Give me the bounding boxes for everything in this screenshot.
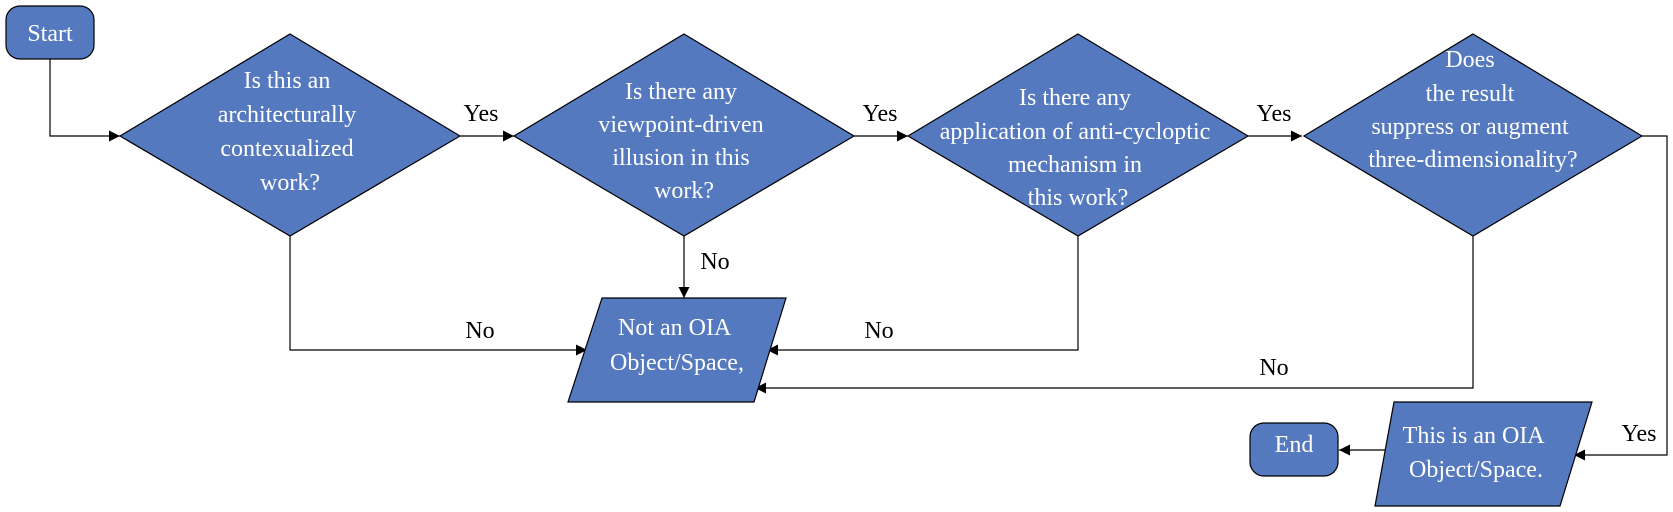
decision-q1 — [118, 33, 462, 237]
q1-no-label: No — [465, 318, 494, 344]
decision-q1-line: Is this an — [244, 68, 331, 94]
edges — [49, 59, 1668, 461]
decision-q2-line: Is there any — [625, 79, 737, 105]
q1-yes-label: Yes — [464, 101, 499, 127]
decision-q1-text: Is this an architecturally contexualized… — [218, 68, 363, 196]
decision-q3-line: mechanism in — [1008, 152, 1142, 178]
output-not-oia-line: Not an OIA — [618, 315, 732, 341]
decision-q3-line: Is there any — [1019, 85, 1131, 111]
edge-start-to-q1 — [49, 59, 120, 142]
decision-q3-text: Is there any application of anti-cyclopt… — [940, 85, 1217, 211]
output-is-oia — [1374, 401, 1593, 507]
output-is-oia-line: Object/Space. — [1409, 457, 1543, 483]
edge-q1-no — [289, 236, 587, 356]
start-node — [5, 5, 95, 60]
decision-q2 — [512, 33, 856, 237]
decision-q1-line: contexualized — [220, 136, 353, 162]
output-is-oia-line: This is an OIA — [1403, 423, 1546, 449]
decision-q3-line: application of anti-cycloptic — [940, 119, 1211, 145]
q4-yes-label: Yes — [1622, 421, 1657, 447]
decision-q3 — [906, 33, 1250, 237]
decision-q4 — [1302, 33, 1644, 237]
q4-no-label: No — [1259, 355, 1288, 381]
nodes: Start Is this an architecturally contexu… — [5, 5, 1644, 507]
decision-q4-line: three-dimensionality? — [1368, 147, 1577, 173]
q2-yes-label: Yes — [863, 101, 898, 127]
decision-q2-line: viewpoint-driven — [598, 112, 763, 138]
decision-q2-line: illusion in this — [612, 145, 749, 171]
edge-q4-no — [755, 236, 1474, 394]
output-is-oia-text: This is an OIA Object/Space. — [1403, 423, 1550, 483]
edge-labels: Yes Yes Yes Yes No No No No — [464, 101, 1657, 447]
output-not-oia — [567, 297, 787, 403]
decision-q4-line: the result — [1426, 81, 1515, 107]
q3-yes-label: Yes — [1257, 101, 1292, 127]
end-label: End — [1275, 432, 1314, 458]
end-node — [1249, 422, 1339, 477]
output-not-oia-text: Not an OIA Object/Space, — [610, 315, 744, 376]
decision-q4-line: suppress or augment — [1371, 114, 1569, 140]
decision-q3-line: this work? — [1028, 185, 1129, 211]
decision-q1-line: work? — [260, 170, 320, 196]
decision-q1-line: architecturally — [218, 102, 357, 128]
output-not-oia-line: Object/Space, — [610, 350, 744, 376]
start-label: Start — [27, 21, 73, 47]
edge-q3-no — [767, 236, 1079, 356]
decision-q2-line: work? — [654, 178, 714, 204]
decision-q4-line: Does — [1445, 47, 1494, 73]
q2-no-label: No — [700, 249, 729, 275]
decision-q2-text: Is there any viewpoint-driven illusion i… — [598, 79, 769, 204]
decision-q4-text: Does the result suppress or augment thre… — [1368, 47, 1577, 173]
q3-no-label: No — [864, 318, 893, 344]
edge-q4-yes — [1574, 135, 1668, 461]
